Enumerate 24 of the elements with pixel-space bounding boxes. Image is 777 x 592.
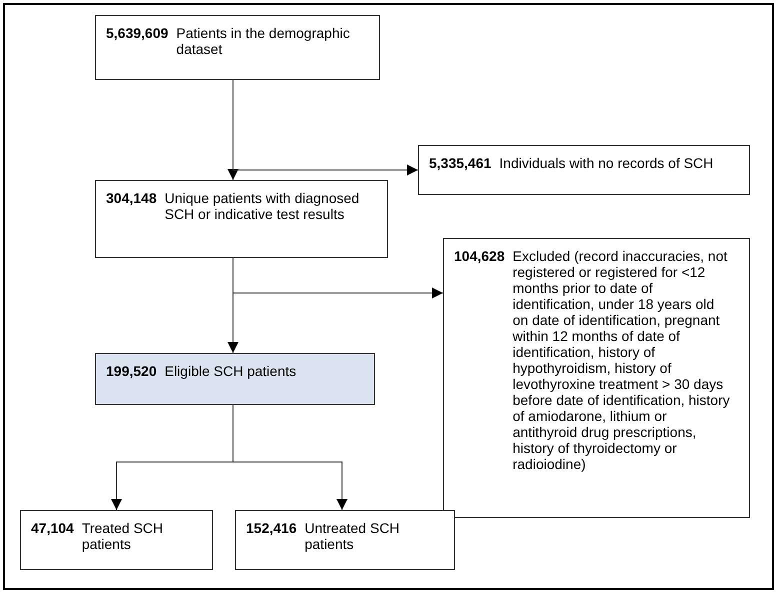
process-box: [95, 180, 388, 258]
box-description: Treated SCH patients: [82, 520, 164, 552]
arrow: [232, 80, 418, 176]
process-box: [443, 238, 750, 518]
arrow: [232, 258, 444, 298]
arrow: [232, 404, 348, 510]
process-box: [235, 510, 455, 570]
patient-count: 304,148: [106, 190, 157, 206]
box-description: Untreated SCH patients: [304, 520, 401, 552]
patient-count: 5,639,609: [106, 25, 168, 41]
patient-count: 104,628: [454, 248, 505, 264]
patient-count: 152,416: [246, 520, 297, 536]
patient-count: 47,104: [31, 520, 74, 536]
process-box: [95, 15, 380, 80]
patient-count: 5,335,461: [429, 155, 492, 171]
process-box: [20, 510, 213, 570]
box-description: Patients in the demographic dataset: [176, 25, 351, 57]
box-description: Eligible SCH patients: [164, 363, 298, 379]
box-description: Individuals with no records of SCH: [499, 155, 714, 171]
highlighted-box: [95, 353, 375, 405]
box-description: Unique patients with diagnosed SCH or indicative test results: [164, 190, 360, 222]
patient-count: 199,520: [106, 363, 157, 379]
box-description: Excluded (record inaccuracies, not registered or registered for <12 months prior to date of identification, under 18 years old on date of identification, pregnant within 12 months of date of identification, history of hypothyroidism, history of levothyroxine treatment > 30 days before date of identification, history of amiodarone, lithium or antithyroid drug prescriptions, history of thyroidectomy or radioiodine): [512, 248, 731, 472]
process-box: [418, 145, 750, 195]
